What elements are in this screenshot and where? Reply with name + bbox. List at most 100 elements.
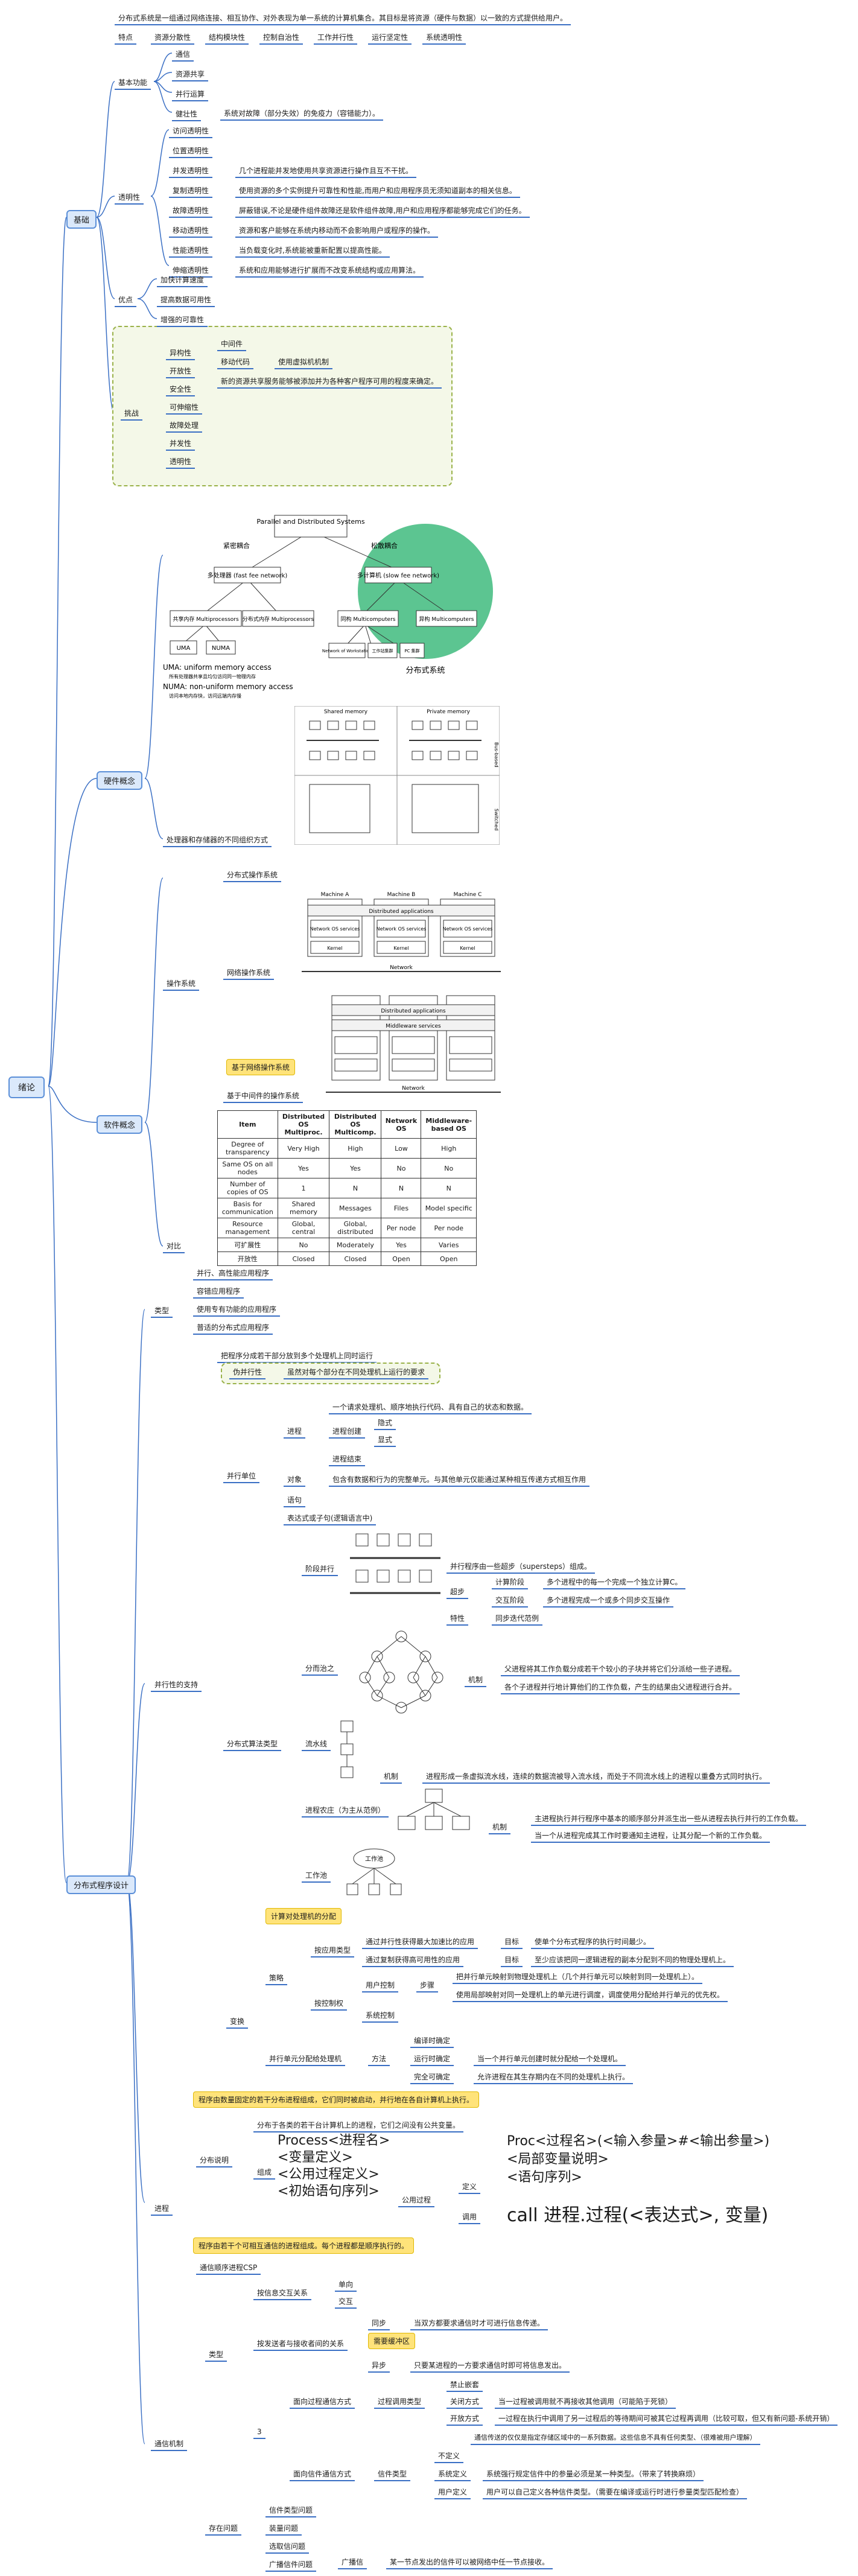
forbid: 禁止嵌套 — [446, 2379, 483, 2392]
challenge-item: 透明性 — [166, 456, 195, 469]
pseudo-desc: 虽然对每个部分在不同处理机上运行的要求 — [284, 1366, 429, 1379]
comm-types: 类型 — [205, 2349, 227, 2362]
three-label: 3 — [253, 2426, 265, 2439]
async: 异步 — [368, 2359, 390, 2373]
feature-item: 结构模块性 — [205, 31, 249, 45]
migrate-desc: 允许进程在其生存期内在不同的处理机上执行。 — [474, 2071, 634, 2084]
basics-node[interactable]: 基础 — [66, 210, 97, 229]
alloc-note: 计算对处理机的分配 — [265, 1908, 342, 1924]
close-desc: 当一过程被调用就不再接收其他调用（可能陷于死锁） — [495, 2396, 676, 2409]
broadcast-desc: 某一节点发出的信件可以被网络中任一节点接收。 — [386, 2556, 553, 2569]
numa-note: NUMA: non-uniform memory access — [163, 682, 293, 691]
table-cell: Files — [381, 1198, 422, 1218]
table-header: Middleware-based OS — [421, 1110, 477, 1139]
feature-desc: 同步迭代范例 — [492, 1612, 543, 1626]
table-cell: 1 — [277, 1178, 330, 1198]
advantage-item: 增强的可靠性 — [157, 314, 208, 327]
proc-call: 过程调用类型 — [374, 2396, 425, 2409]
tree-pc: PC 集群 — [404, 648, 419, 654]
basic-function-item: 健壮性 — [172, 108, 202, 121]
software-node[interactable]: 软件概念 — [97, 1115, 143, 1134]
table-cell: Moderately — [329, 1238, 382, 1252]
program-type-item: 并行、高性能应用程序 — [193, 1267, 273, 1280]
table-cell: Same OS on all nodes — [217, 1158, 278, 1178]
mw-label: 基于中间件的操作系统 — [223, 1090, 303, 1103]
challenge-item: 开放性 — [166, 365, 195, 378]
parallel-def: 把程序分成若干部分放到多个处理机上同时运行 — [217, 1350, 377, 1363]
root-node[interactable]: 绪论 — [8, 1077, 45, 1098]
mw-dist-apps: Distributed applications — [381, 1008, 446, 1014]
strategy-label: 策略 — [265, 1972, 288, 1985]
code-line: <局部变量说明> — [507, 2152, 609, 2167]
challenge-item: 并发性 — [166, 437, 195, 451]
open: 开放方式 — [446, 2412, 483, 2426]
feature-item: 系统透明性 — [422, 31, 466, 45]
sync-desc: 当双方都要求通信时才可进行信息传递。 — [410, 2317, 548, 2330]
runtime-label: 运行时确定 — [410, 2053, 454, 2066]
transparency-item: 并发透明性 — [169, 165, 213, 178]
change-label: 变换 — [226, 2015, 249, 2029]
middleware-diagram: Distributed applications Middleware serv… — [326, 995, 501, 1093]
transparency-item: 伸缩透明性 — [169, 264, 213, 278]
dist-desc: 分布于各类的若干台计算机上的进程，它们之间没有公共变量。 — [253, 2119, 464, 2132]
advantage-item: 提高数据可用性 — [157, 294, 215, 307]
table-cell: 可扩展性 — [217, 1238, 278, 1252]
code-line: <变量定义> — [278, 2150, 353, 2165]
table-cell: Shared memory — [277, 1198, 330, 1218]
types-label: 类型 — [151, 1305, 173, 1318]
tree-loose: 松散耦合 — [371, 541, 398, 550]
challenge-item: 异构性 — [166, 347, 195, 360]
create-implicit: 隐式 — [374, 1417, 396, 1430]
tree-homo: 同构 Multicomputers — [341, 615, 396, 623]
table-cell: Degree of transparency — [217, 1138, 278, 1159]
table-header: Network OS — [381, 1110, 422, 1139]
uma-note: UMA: uniform memory access — [163, 663, 272, 672]
master-m2: 当一个从进程完成其工作时要通知主进程，让其分配一个新的工作负载。 — [531, 1830, 771, 1843]
unit-alloc: 并行单元分配给处理机 — [265, 2053, 346, 2066]
goal1-desc: 使单个分布式程序的执行时间最少。 — [531, 1936, 655, 1949]
pseudo-label: 伪并行性 — [229, 1366, 266, 1379]
tree-ws: 工作站集群 — [372, 648, 393, 654]
table-cell: Closed — [277, 1251, 330, 1266]
control-label: 按控制权 — [311, 1997, 348, 2011]
machine-a: Machine A — [321, 892, 350, 898]
mobile-code-desc: 使用虚拟机机制 — [275, 356, 333, 369]
process-label: 进程 — [284, 1425, 306, 1439]
mem-shared-label: Shared memory — [324, 709, 368, 715]
table-cell: N — [329, 1178, 382, 1198]
challenges-box — [112, 326, 453, 486]
dist-stmt: 分布说明 — [196, 2154, 233, 2167]
divide-mech: 机制 — [465, 1674, 487, 1687]
storage-label: 存在问题 — [205, 2522, 242, 2536]
challenges-label: 挑战 — [121, 407, 143, 421]
hardware-node[interactable]: 硬件概念 — [97, 771, 143, 790]
master-m1: 主进程执行并行程序中基本的顺序部分并派生出一些从进程去执行并行的工作负载。 — [531, 1813, 807, 1826]
program-type-item: 使用专有功能的应用程序 — [193, 1303, 281, 1317]
migrate-label: 完全可确定 — [410, 2071, 454, 2084]
twoway: 交互 — [335, 2295, 357, 2309]
transparency-item: 位置透明性 — [169, 145, 213, 158]
goal2-desc: 至少应该把同一逻辑进程的副本分配到不同的物理处理机上。 — [531, 1954, 734, 1967]
phase-label: 阶段并行 — [302, 1563, 338, 1576]
svc-b: Network OS services — [377, 926, 427, 932]
table-cell: Yes — [277, 1158, 330, 1178]
table-cell: Global, central — [277, 1218, 330, 1238]
nos-label: 网络操作系统 — [223, 967, 275, 980]
transparency-item: 性能透明性 — [169, 244, 213, 258]
mem-switched-label: Switched — [494, 809, 499, 830]
tree-uma: UMA — [177, 645, 191, 652]
tree-distsys: 分布式系统 — [405, 666, 445, 675]
step1: 把并行单元映射到物理处理机上（几个并行单元可以映射到同一处理机上）。 — [453, 1971, 703, 1984]
sys-ctrl: 系统控制 — [362, 2009, 399, 2023]
table-cell: N — [421, 1178, 477, 1198]
tree-shared: 共享内存 Multiprocessors — [173, 615, 239, 623]
feature-item: 运行坚定性 — [368, 31, 412, 45]
transparency-item: 移动透明性 — [169, 224, 213, 238]
programming-node[interactable]: 分布式程序设计 — [66, 1875, 136, 1894]
